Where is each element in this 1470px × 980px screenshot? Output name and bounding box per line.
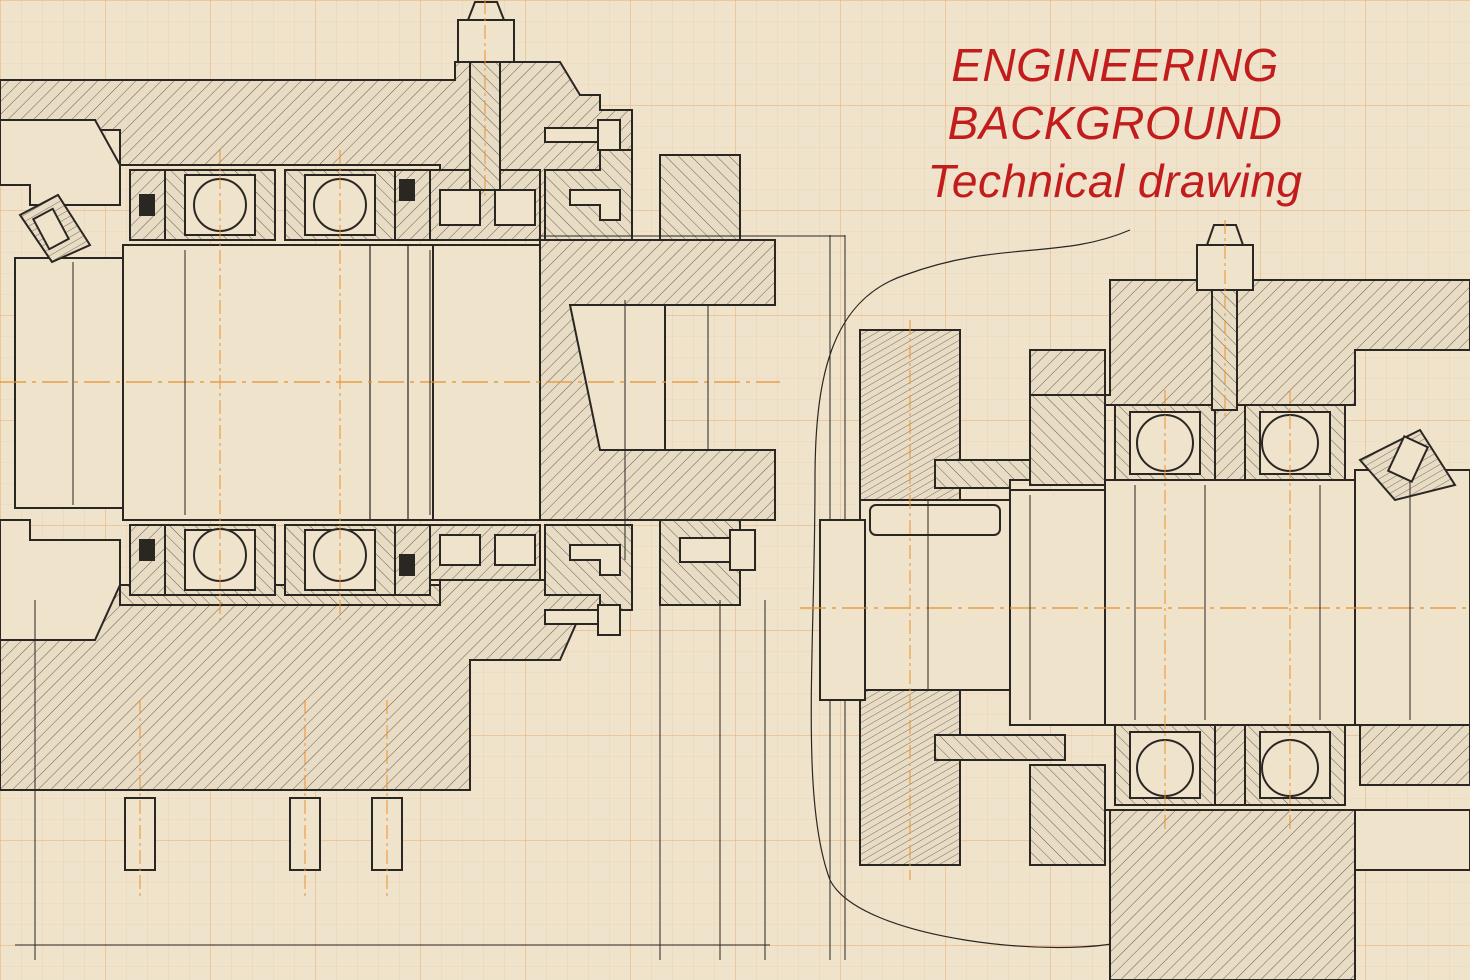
gear-ring-upper [659,154,741,241]
tapered-bearing-right [1358,428,1457,502]
end-cover-right [1359,724,1470,786]
grease-nipple-right [1196,220,1254,420]
seal-housing-upper [1029,394,1106,486]
end-cap-left [0,119,121,206]
ball-bearing-right-lower-2 [1244,724,1346,806]
shaft-left [14,257,124,509]
shaft-right-end [1354,469,1470,726]
bolt-lower [544,609,606,625]
left-spindle-assembly [0,0,846,960]
shaft-right-bearing [1104,479,1356,726]
dimension-lines-right [927,480,1411,720]
ball-bearing-right-upper-2 [1244,404,1346,481]
spacer-right-upper [1214,404,1246,481]
right-spindle-assembly [800,220,1470,980]
title-block: ENGINEERING BACKGROUND Technical drawing [880,36,1350,210]
break-line [810,229,1131,949]
end-cap-left-lower [0,519,121,641]
gear-bore [568,304,666,451]
title-line-technical-drawing: Technical drawing [927,155,1303,207]
gear-shoulder [819,519,866,701]
seal-upper-left [129,169,166,241]
title-line-background: BACKGROUND [947,97,1283,149]
spacer-right-lower [1214,724,1246,806]
bolt-upper [544,127,606,143]
key [869,504,1001,536]
grease-nipple-left [457,0,515,200]
seal-housing-lower [1029,764,1106,866]
retaining-ring-lower [934,734,1066,761]
title-line-engineering: ENGINEERING [951,39,1279,91]
tapered-bearing-upper-left [18,193,92,264]
seal-lower-left [129,524,166,596]
